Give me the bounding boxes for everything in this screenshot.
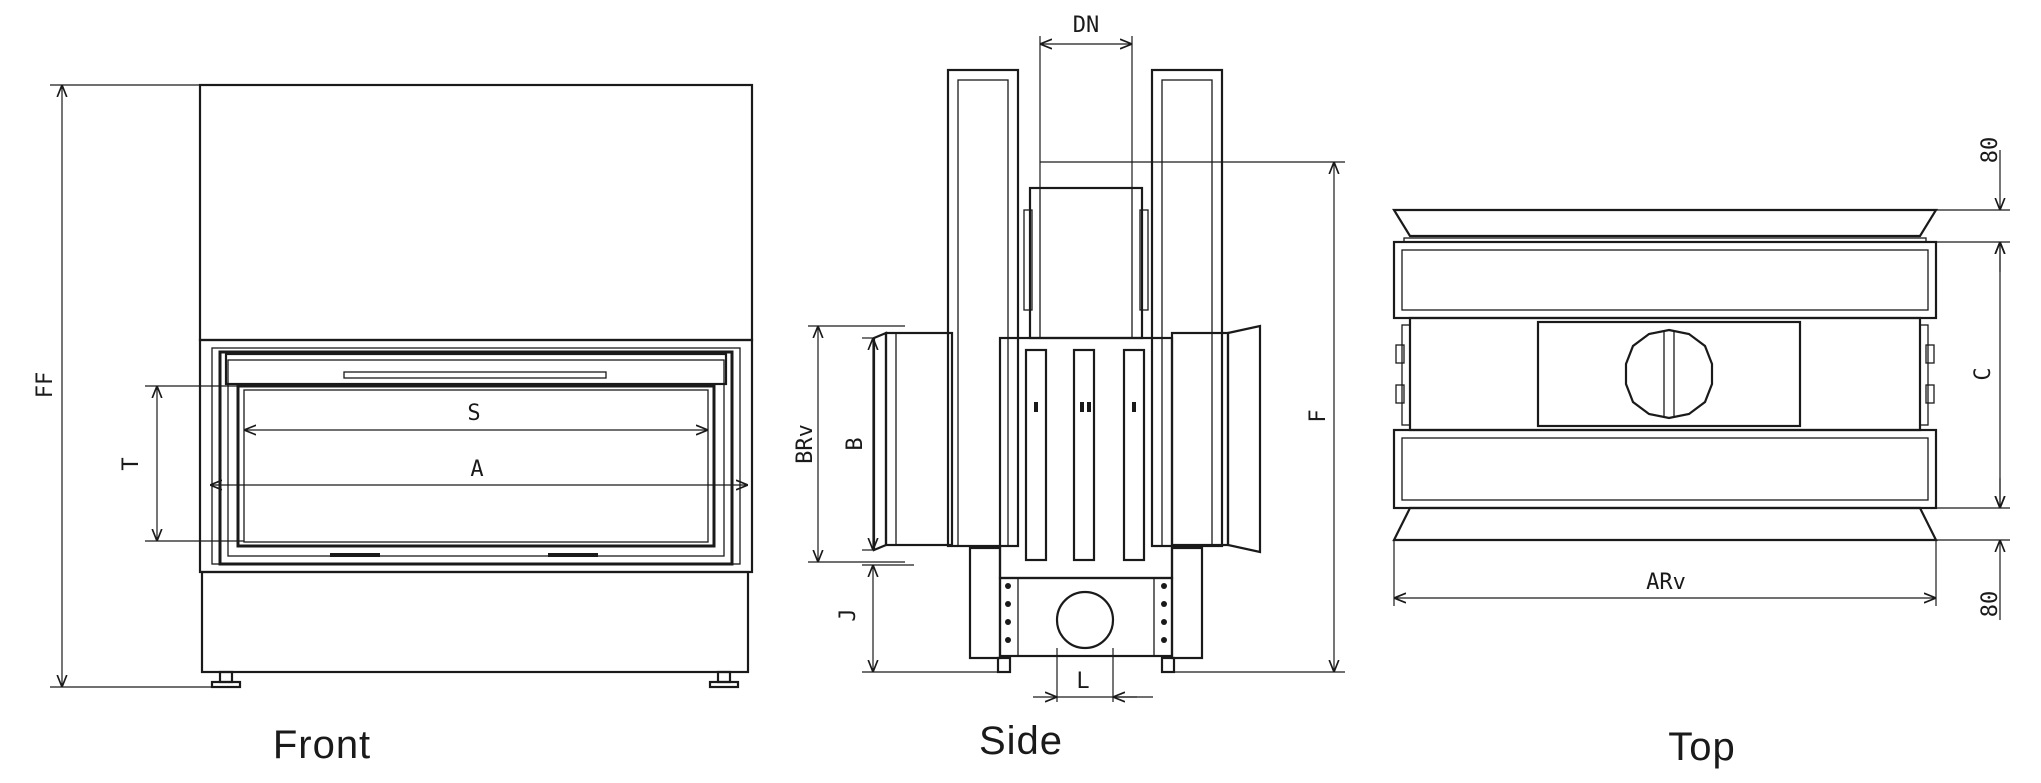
dimension-label-f: F xyxy=(1306,409,1331,422)
dimension-label-brv: BRv xyxy=(793,424,818,464)
dimension-label-b: B xyxy=(843,437,868,450)
top-view: 80 C 80 ARv Top xyxy=(1392,137,2010,769)
dimension-label-arv: ARv xyxy=(1646,570,1686,595)
dimension-label-c: C xyxy=(1971,367,1996,380)
dimension-dn: DN xyxy=(1039,13,1133,188)
dimension-t: T xyxy=(119,385,244,542)
side-caption: Side xyxy=(979,719,1063,763)
front-body xyxy=(198,83,754,689)
dimension-label-j: J xyxy=(836,608,861,621)
dimension-label-dn: DN xyxy=(1073,13,1100,38)
dimension-s: S xyxy=(244,401,708,430)
dimension-brv: BRv xyxy=(793,325,905,563)
dimension-label-top-80: 80 xyxy=(1978,137,2003,164)
dimension-l: L xyxy=(1033,648,1153,702)
dimension-bottom-80: 80 xyxy=(1936,478,2010,620)
dimension-a: A xyxy=(210,457,748,485)
dimension-j: J xyxy=(836,564,1000,673)
dimension-label-t: T xyxy=(119,457,144,470)
dimension-ff: FF xyxy=(33,84,212,688)
dimension-label-s: S xyxy=(467,401,480,426)
side-body xyxy=(872,68,1262,674)
dimension-label-a: A xyxy=(470,457,483,482)
dimension-label-ff: FF xyxy=(33,372,58,399)
front-caption: Front xyxy=(273,723,371,767)
top-caption: Top xyxy=(1668,725,1736,769)
dimension-f: F xyxy=(1040,161,1345,673)
dimension-b: B xyxy=(843,337,874,551)
dimension-top-80: 80 xyxy=(1920,137,2010,272)
dimension-label-l: L xyxy=(1076,669,1089,694)
dimension-label-bottom-80: 80 xyxy=(1978,591,2003,618)
front-view: FF T S A Front xyxy=(33,83,754,767)
dimension-c: C xyxy=(1936,242,2010,509)
dimension-arv: ARv xyxy=(1393,540,1937,606)
top-body xyxy=(1392,208,1938,542)
side-view: DN BRv B J F xyxy=(793,13,1345,763)
